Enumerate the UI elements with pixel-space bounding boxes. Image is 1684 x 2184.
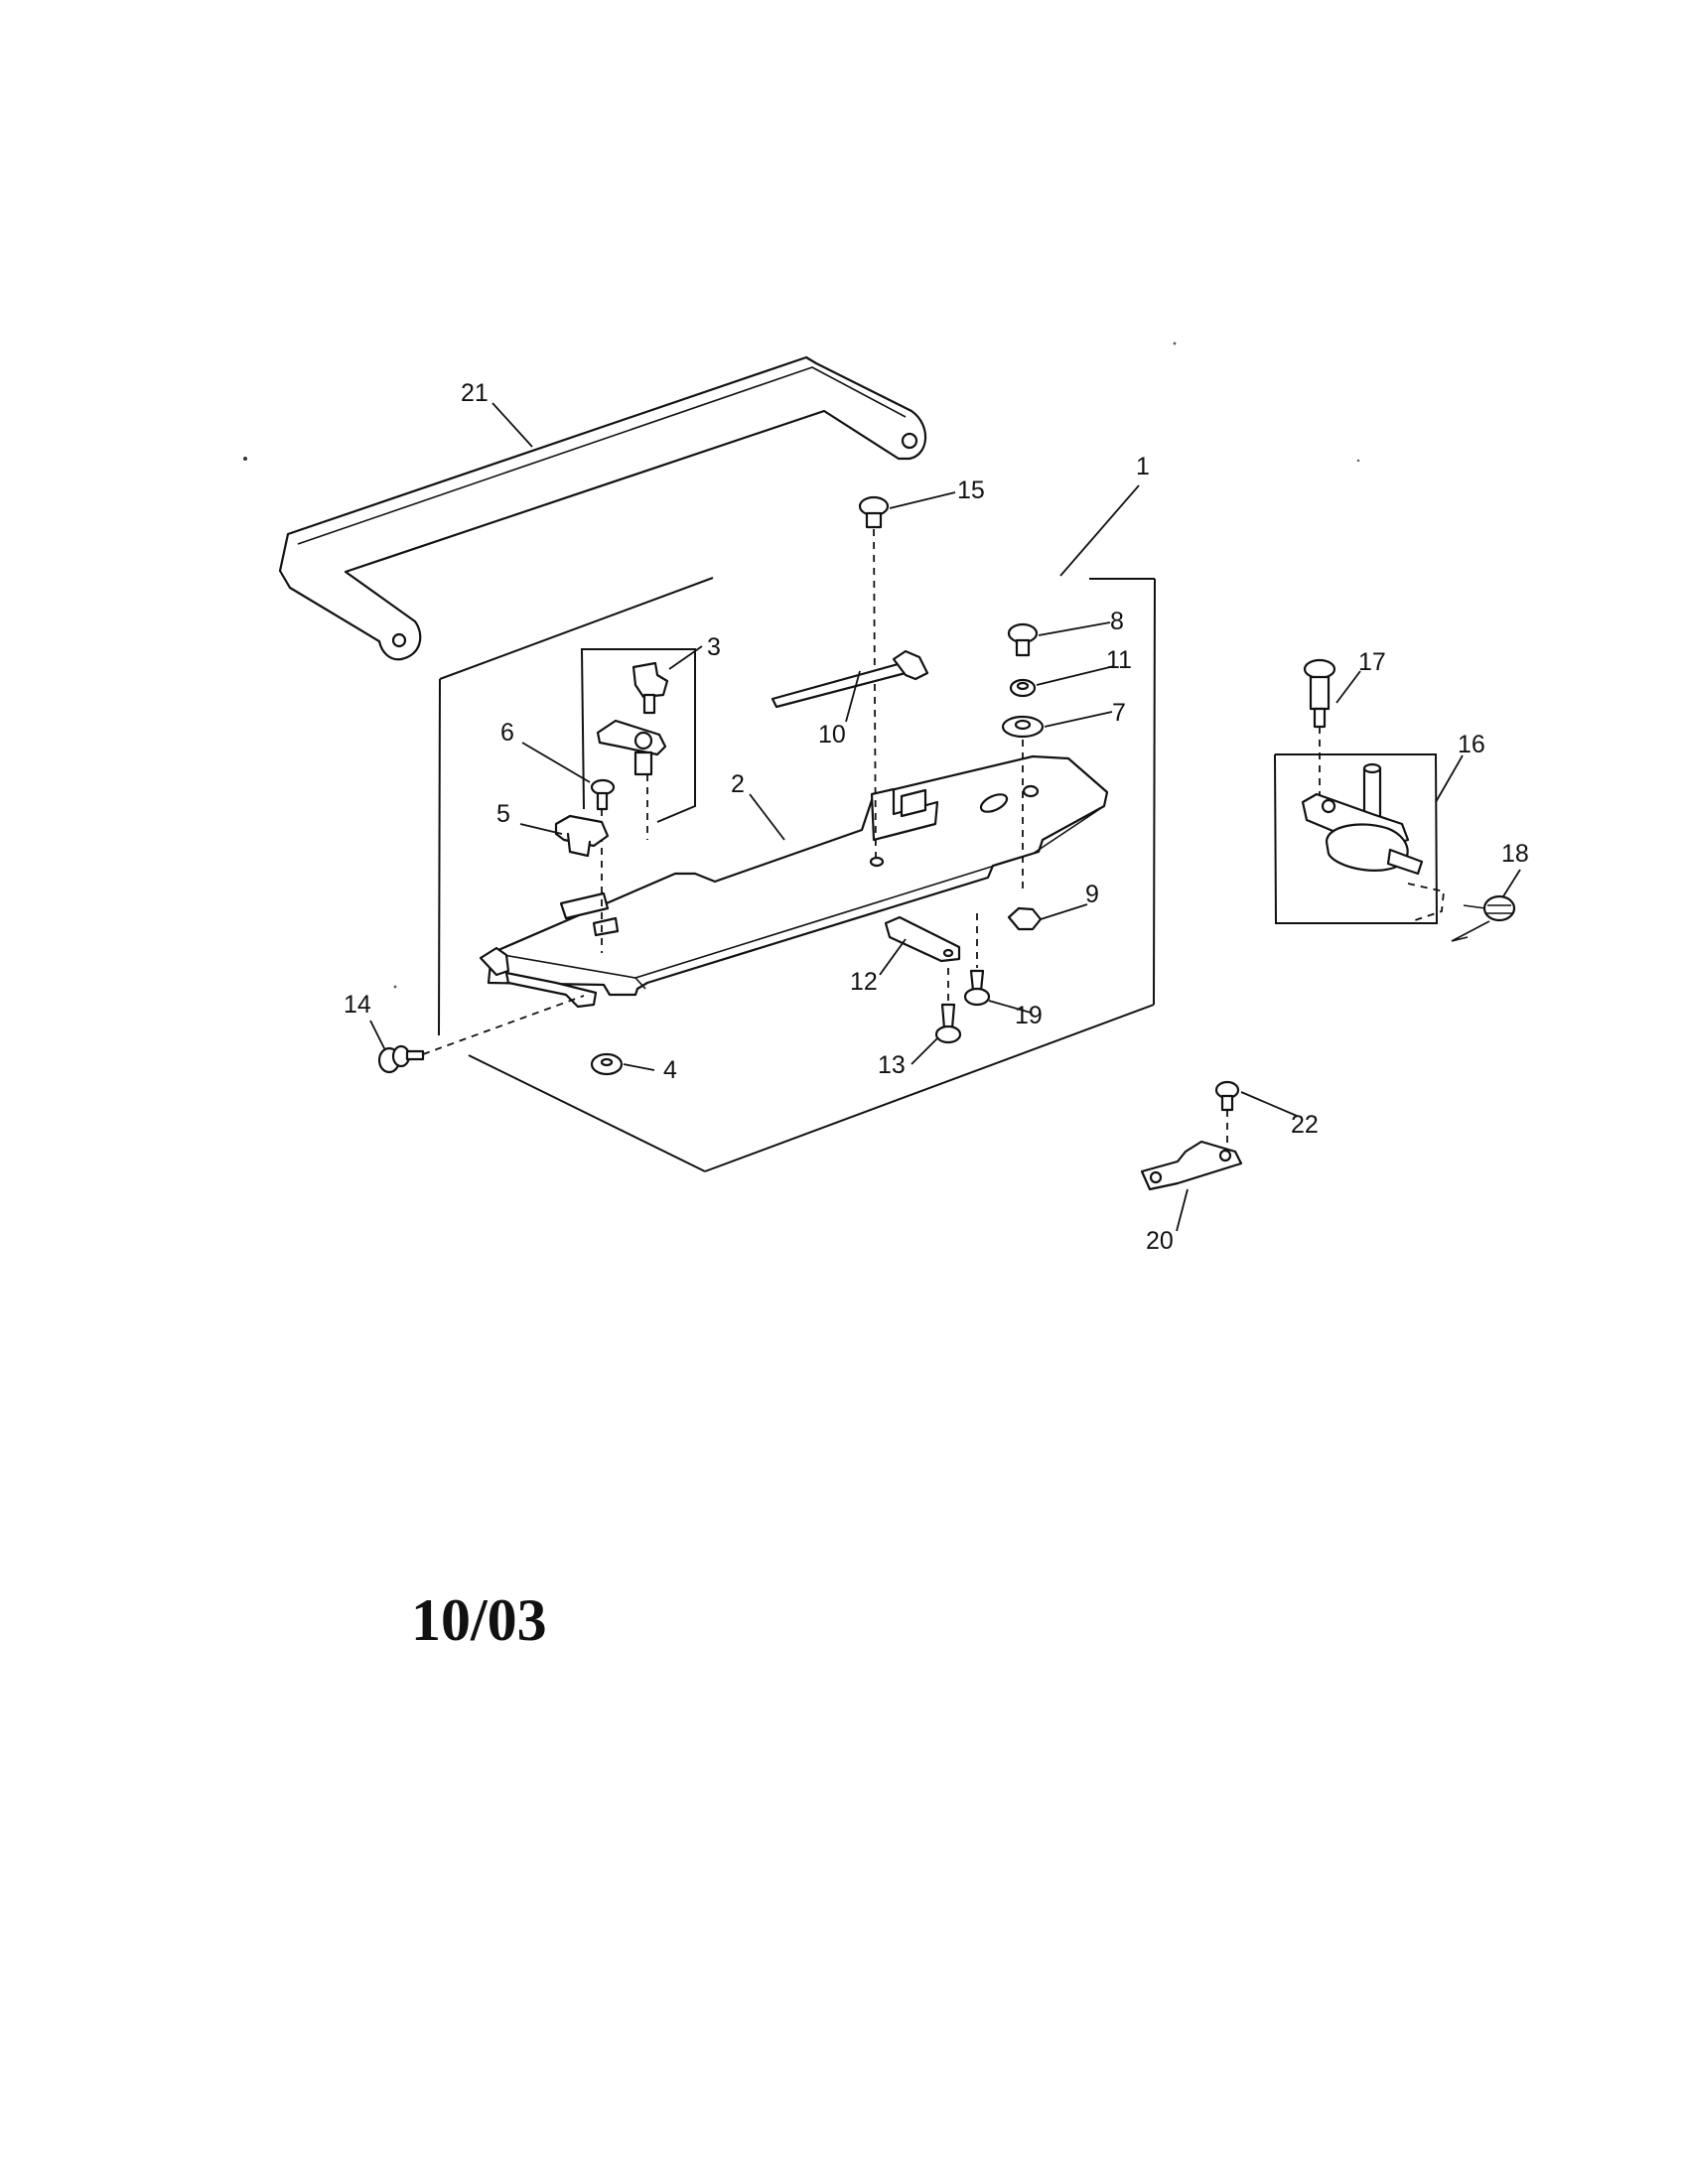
screw-13: [934, 968, 962, 1044]
drive-assembly-16: [1274, 753, 1439, 924]
callout-6: 6: [500, 719, 514, 747]
nut-9: [1007, 906, 1043, 931]
spring-18: [1407, 883, 1516, 942]
bracket-20: [1140, 1140, 1243, 1191]
callout-9: 9: [1085, 881, 1099, 908]
date-code: 10/03: [411, 1587, 547, 1653]
callout-13: 13: [878, 1051, 906, 1079]
spacer-7: [1001, 715, 1045, 739]
shoulder-screw-17: [1303, 658, 1336, 824]
callout-7: 7: [1112, 699, 1126, 727]
callout-3: 3: [707, 633, 721, 661]
callout-8: 8: [1110, 608, 1124, 635]
base-plate: [479, 754, 1109, 1009]
handle-part: [278, 355, 927, 661]
callout-21: 21: [461, 379, 489, 407]
washer-11: [1009, 678, 1037, 698]
callout-22: 22: [1291, 1111, 1319, 1139]
screw-15: [858, 495, 890, 861]
callout-19: 19: [1015, 1002, 1043, 1029]
rod-10: [771, 649, 929, 709]
screw-14: [377, 995, 585, 1074]
callout-10: 10: [818, 721, 846, 749]
clamp-lever-part: [580, 648, 696, 840]
callout-11: 11: [1106, 646, 1132, 674]
screw-8: [1007, 622, 1039, 657]
lever-plate-12: [884, 915, 961, 963]
screw-6: [590, 778, 616, 953]
screw-19: [963, 913, 991, 1007]
callout-labels: 1 2 3 4 5 6 7 8 9 10 11 12 13 14 15 16 1…: [344, 379, 1529, 1255]
assembly-box: [438, 577, 1156, 1172]
callout-14: 14: [344, 991, 371, 1019]
callout-2: 2: [731, 770, 745, 798]
callout-15: 15: [957, 477, 985, 504]
scan-specks: [243, 341, 1360, 989]
callout-16: 16: [1458, 731, 1485, 758]
callout-12: 12: [850, 968, 878, 996]
washer-4: [590, 1052, 624, 1076]
callout-1: 1: [1136, 453, 1150, 480]
callout-5: 5: [496, 800, 510, 828]
callout-17: 17: [1358, 648, 1386, 676]
clip-5: [554, 814, 610, 858]
callout-20: 20: [1146, 1227, 1174, 1255]
callout-18: 18: [1501, 840, 1529, 868]
leader-lines: [369, 402, 1521, 1232]
callout-4: 4: [663, 1056, 677, 1084]
